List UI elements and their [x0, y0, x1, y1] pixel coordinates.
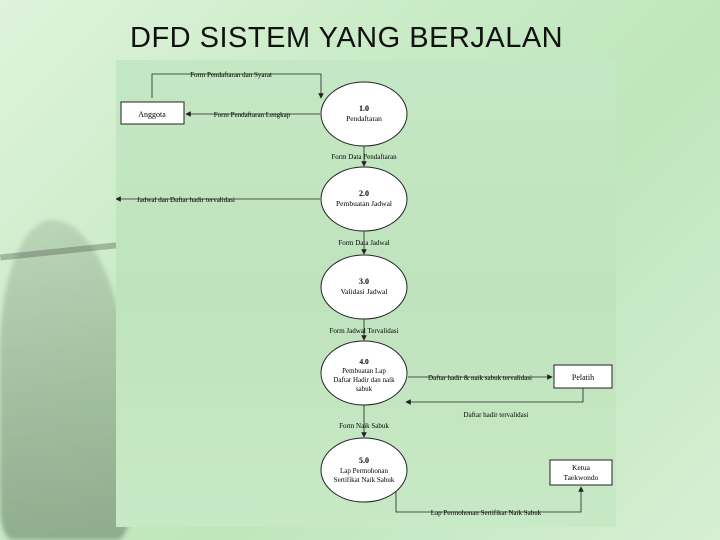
flow-form-naik-sabuk: Form Naik Sabuk [339, 405, 389, 438]
entity-anggota-label: Anggota [138, 110, 166, 119]
flow-daftar-hadir-tervalidasi-label: Daftar hadir tervalidasi [464, 411, 529, 419]
process-1: 1.0 Pendaftaran [320, 81, 408, 147]
dfd-diagram: Anggota Pelatih Ketua Taekwondo 1.0 Pend… [115, 71, 613, 517]
process-4: 4.0 Pembuatan Lap Daftar Hadir dan naik … [320, 340, 408, 406]
slide-title: DFD SISTEM YANG BERJALAN [130, 22, 564, 54]
process-4-number: 4.0 [359, 357, 369, 366]
flow-daftar-hadir-naik-sabuk: Daftar hadir & naik sabuk tervalidasi [408, 374, 553, 382]
flow-daftar-hadir-naik-sabuk-label: Daftar hadir & naik sabuk tervalidasi [428, 374, 532, 382]
flow-lap-permohonan: Lap Permohonan Sertifikat Naik Sabuk [395, 486, 584, 517]
process-5-label-2: Sertifikat Naik Sabuk [334, 476, 395, 484]
process-2: 2.0 Pembuatan Jadwal [320, 166, 408, 232]
flow-form-data-pendaftaran-label: Form Data Pendaftaran [331, 153, 397, 161]
entity-pelatih: Pelatih [553, 364, 613, 389]
flow-form-jadwal-tervalidasi: Form Jadwal Tervalidasi [330, 319, 399, 341]
process-5: 5.0 Lap Permohonan Sertifikat Naik Sabuk [320, 437, 408, 503]
flow-form-data-jadwal: Form Data Jadwal [338, 231, 390, 255]
dfd-diagram-panel: Anggota Pelatih Ketua Taekwondo 1.0 Pend… [115, 60, 616, 527]
flow-form-pendaftaran-syarat-label: Form Pendaftaran dan Syarat [190, 71, 272, 79]
process-5-label-1: Lap Permohonan [340, 467, 389, 475]
flow-form-pendaftaran-lengkap-label: Form Pendaftaran Lengkap [214, 111, 291, 119]
background-martial-artist [0, 220, 130, 540]
entity-anggota: Anggota [120, 101, 185, 125]
process-3: 3.0 Validasi Jadwal [320, 254, 408, 320]
process-2-number: 2.0 [359, 189, 369, 198]
process-5-number: 5.0 [359, 456, 369, 465]
flow-form-jadwal-tervalidasi-label: Form Jadwal Tervalidasi [330, 327, 399, 335]
process-1-label: Pendaftaran [346, 114, 382, 123]
process-3-number: 3.0 [359, 277, 369, 286]
flow-daftar-hadir-tervalidasi: Daftar hadir tervalidasi [405, 388, 584, 419]
flow-lap-permohonan-label: Lap Permohonan Sertifikat Naik Sabuk [431, 509, 542, 517]
process-4-label-2: Daftar Hadir dan naik [333, 376, 395, 384]
process-4-label-1: Pembuatan Lap [342, 367, 386, 375]
flow-jadwal-daftar-hadir: Jadwal dan Daftar hadir tervalidasi [115, 196, 320, 204]
flow-form-naik-sabuk-label: Form Naik Sabuk [339, 422, 389, 430]
flow-form-pendaftaran-lengkap: Form Pendaftaran Lengkap [185, 111, 320, 119]
entity-ketua-line1: Ketua [572, 463, 591, 472]
entity-ketua-line2: Taekwondo [564, 473, 599, 482]
entity-pelatih-label: Pelatih [572, 373, 594, 382]
flow-form-pendaftaran-syarat: Form Pendaftaran dan Syarat [151, 71, 324, 99]
entity-ketua-taekwondo: Ketua Taekwondo [549, 459, 613, 486]
flow-jadwal-daftar-hadir-label: Jadwal dan Daftar hadir tervalidasi [137, 196, 235, 204]
process-2-label: Pembuatan Jadwal [336, 199, 392, 208]
process-4-label-3: sabuk [356, 385, 373, 393]
process-1-number: 1.0 [359, 104, 369, 113]
flow-form-data-pendaftaran: Form Data Pendaftaran [331, 146, 397, 167]
flow-form-data-jadwal-label: Form Data Jadwal [338, 239, 389, 247]
process-3-label: Validasi Jadwal [341, 287, 388, 296]
